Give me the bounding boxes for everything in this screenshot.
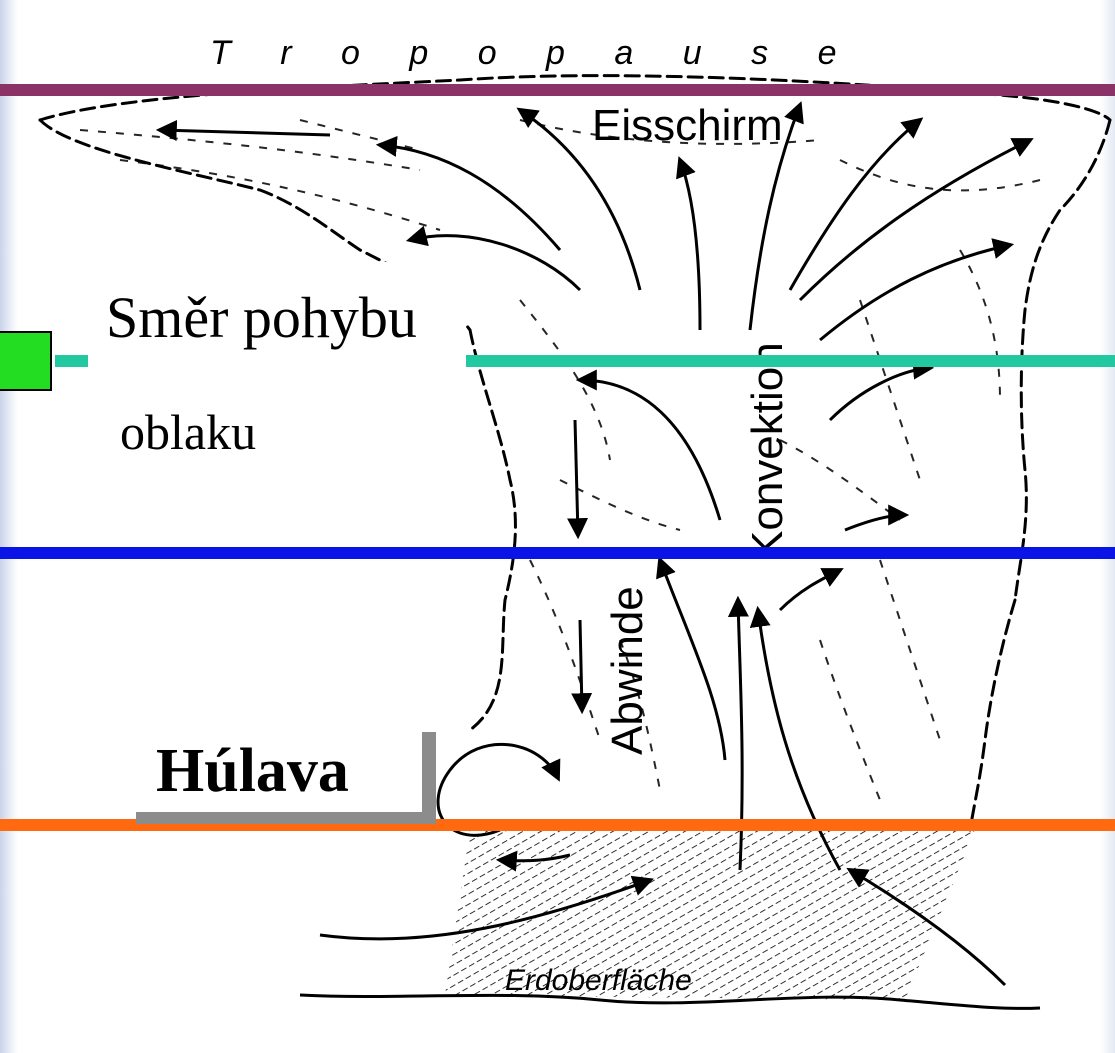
green-square-marker xyxy=(0,331,52,391)
hulava-label: Húlava xyxy=(156,736,349,806)
tropopause-label: T r o p o p a u s e xyxy=(210,34,856,72)
direction-label-line1: Směr pohybu xyxy=(106,286,417,350)
hulava-shadow-bottom xyxy=(136,812,436,824)
direction-label-line2: oblaku xyxy=(120,404,256,460)
konvektion-label: Konvektion xyxy=(743,342,792,560)
erdoberflache-label: Erdoberfläche xyxy=(505,964,692,997)
hulava-label-box: Húlava xyxy=(136,732,436,824)
blue-line xyxy=(0,547,1115,559)
purple-line xyxy=(0,84,1115,96)
abwinde-label: Abwinde xyxy=(603,586,652,755)
eisschirm-label: Eisschirm xyxy=(592,101,783,150)
hulava-shadow-right xyxy=(422,732,436,824)
direction-label-box: Směr pohybu oblaku xyxy=(88,262,466,470)
